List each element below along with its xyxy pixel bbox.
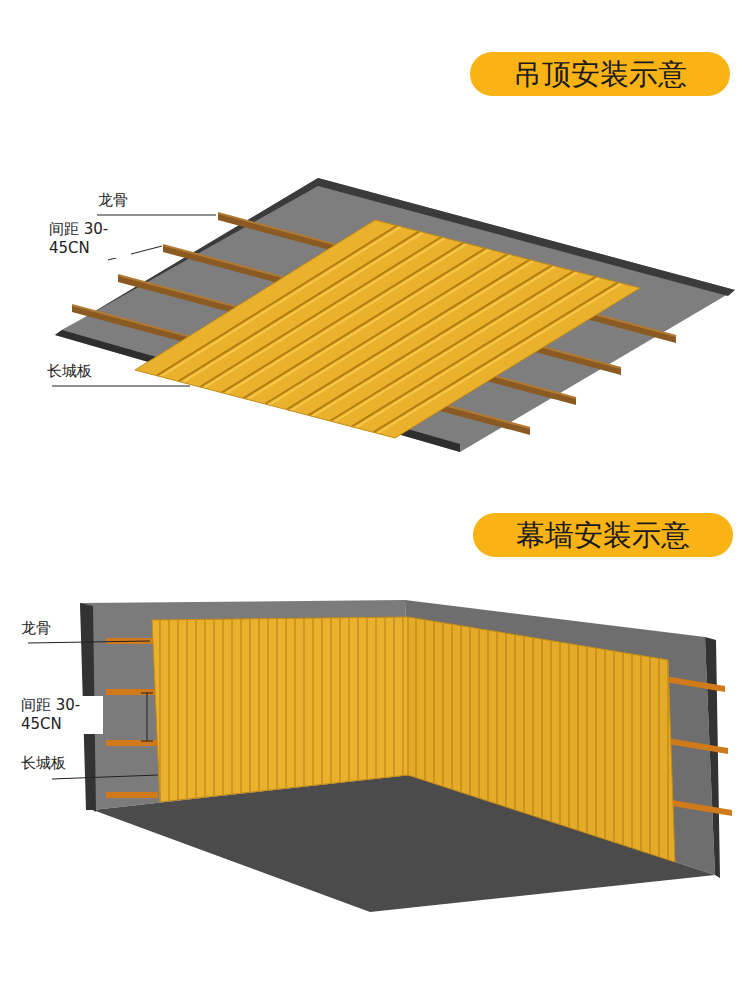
ceiling-slab — [55, 178, 735, 452]
part-label: 龙骨 — [97, 191, 129, 210]
title-badge: 幕墙安装示意 — [473, 513, 733, 558]
part-label: 间距 30-45CN — [20, 696, 103, 734]
room-walls — [80, 600, 720, 912]
title-text: 吊顶安装示意 — [513, 57, 687, 92]
title-badge: 吊顶安装示意 — [470, 52, 730, 97]
part-label: 长城板 — [46, 362, 93, 381]
part-label: 间距 30-45CN — [48, 220, 131, 258]
part-label: 龙骨 — [20, 619, 52, 638]
long-wall-board — [135, 220, 640, 438]
title-text: 幕墙安装示意 — [516, 518, 690, 553]
wall-board — [152, 600, 675, 880]
part-label: 长城板 — [20, 754, 67, 773]
